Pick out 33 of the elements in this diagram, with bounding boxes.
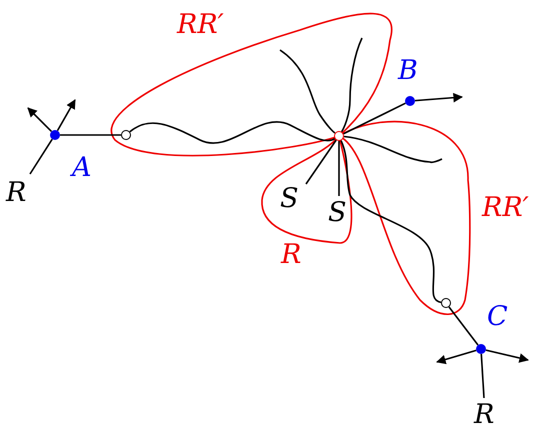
line [343, 102, 406, 134]
vertex-circle [441, 298, 451, 308]
wavy-line [344, 136, 442, 164]
line [338, 141, 340, 196]
variable-label: S [328, 198, 346, 228]
line [305, 140, 337, 184]
vertex-dot [50, 130, 60, 140]
arrow [56, 99, 76, 132]
arrow [414, 92, 463, 102]
variable-label: R [474, 400, 494, 430]
vertex-circle [121, 130, 131, 140]
line [60, 134, 121, 136]
line [29, 138, 53, 174]
line [448, 306, 479, 346]
wavy-line [340, 38, 363, 132]
vertex-dot [476, 344, 486, 354]
line [480, 354, 485, 398]
arrow [27, 107, 52, 132]
arrow [486, 349, 529, 363]
point-label: B [398, 56, 418, 86]
point-label: C [487, 302, 508, 332]
variable-label: S [280, 184, 298, 214]
variable-label: R [6, 178, 26, 208]
arrow [436, 350, 476, 364]
region-label: RR′ [482, 193, 529, 223]
wavy-line [280, 49, 336, 134]
vertex-circle [334, 131, 344, 141]
region-label: RR′ [177, 10, 224, 40]
wavy-line [340, 140, 442, 304]
region-label: R [281, 240, 302, 270]
wavy-line [129, 121, 336, 144]
vertex-dot [405, 96, 415, 106]
point-label: A [72, 153, 92, 183]
